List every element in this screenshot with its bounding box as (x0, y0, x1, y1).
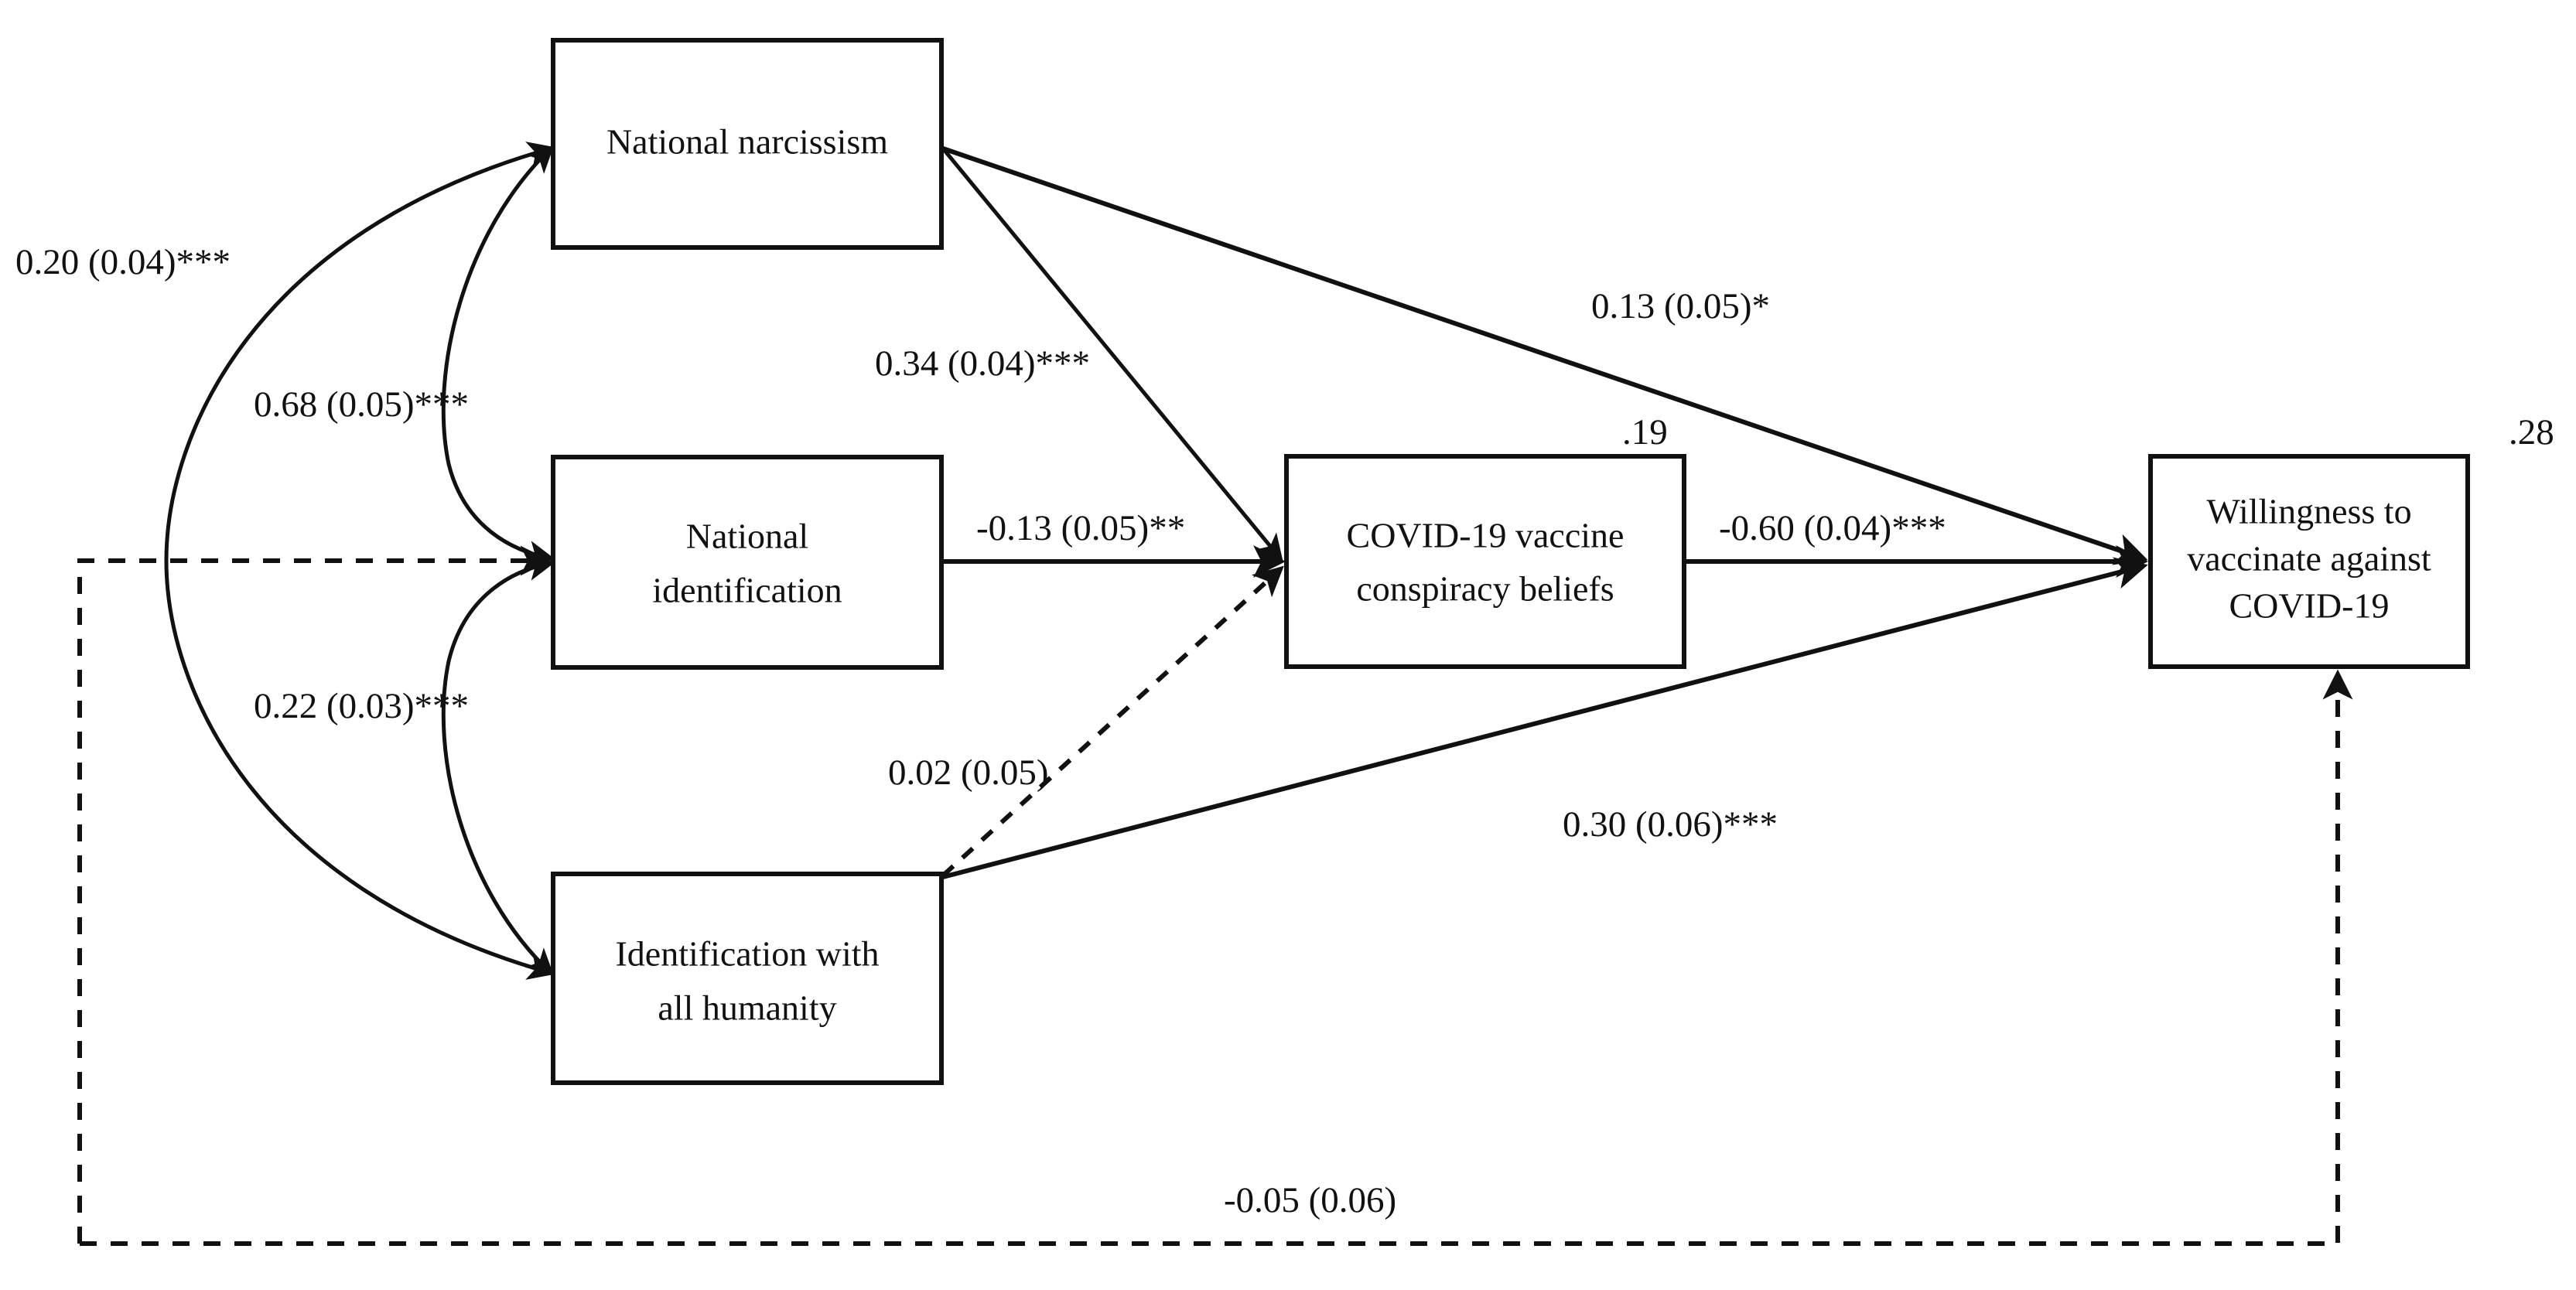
node-label-covid-conspiracy-line2: conspiracy beliefs (1356, 569, 1614, 609)
coef-label-conspiracy-to-willingness: -0.60 (0.04)*** (1719, 508, 1946, 548)
coef-label-narcissism-to-willingness: 0.13 (0.05)* (1591, 286, 1770, 326)
coef-label-identification-to-conspiracy: -0.13 (0.05)** (976, 508, 1185, 548)
node-national-identification[interactable]: National identification (551, 455, 944, 670)
path-narcissism-to-conspiracy (941, 147, 1283, 562)
coef-label-narcissism-to-conspiracy: 0.34 (0.04)*** (875, 343, 1090, 384)
corr-arc-narcissism-identification (441, 145, 555, 568)
node-identification-all-humanity[interactable]: Identification with all humanity (551, 872, 944, 1085)
coef-label-identification-humanity: 0.22 (0.03)*** (254, 686, 469, 726)
node-willingness[interactable]: Willingness to vaccinate against COVID-1… (2148, 454, 2470, 669)
coef-label-identification-to-willingness: -0.05 (0.06) (1224, 1180, 1396, 1220)
coef-label-humanity-to-conspiracy: 0.02 (0.05) (888, 752, 1049, 793)
node-label-national-identification-line2: identification (652, 571, 842, 610)
path-identification-to-willingness (77, 545, 2353, 1246)
node-national-narcissism[interactable]: National narcissism (551, 38, 944, 250)
path-narcissism-to-willingness (942, 146, 2148, 565)
corr-arc-identification-humanity (441, 554, 555, 977)
coef-label-narcissism-identification: 0.68 (0.05)*** (254, 384, 469, 425)
r2-label-conspiracy: .19 (1622, 412, 1668, 452)
corr-arc-narcissism-humanity (164, 142, 555, 980)
node-covid-conspiracy[interactable]: COVID-19 vaccine conspiracy beliefs (1284, 454, 1686, 669)
coef-label-narcissism-humanity: 0.20 (0.04)*** (15, 242, 231, 282)
coef-label-humanity-to-willingness: 0.30 (0.06)*** (1563, 804, 1778, 845)
node-label-willingness-line1: Willingness to (2206, 492, 2411, 531)
node-label-national-narcissism: National narcissism (606, 122, 888, 162)
node-label-all-humanity-line2: all humanity (658, 988, 836, 1028)
path-humanity-to-conspiracy (941, 565, 1284, 878)
node-label-willingness-line2: vaccinate against (2187, 539, 2431, 578)
r2-label-willingness: .28 (2509, 412, 2554, 452)
node-label-willingness-line3: COVID-19 (2229, 586, 2390, 626)
node-label-national-identification-line1: National (686, 517, 808, 556)
node-label-all-humanity-line1: Identification with (615, 934, 879, 974)
path-humanity-to-willingness (942, 557, 2148, 879)
node-label-covid-conspiracy-line1: COVID-19 vaccine (1347, 516, 1625, 555)
